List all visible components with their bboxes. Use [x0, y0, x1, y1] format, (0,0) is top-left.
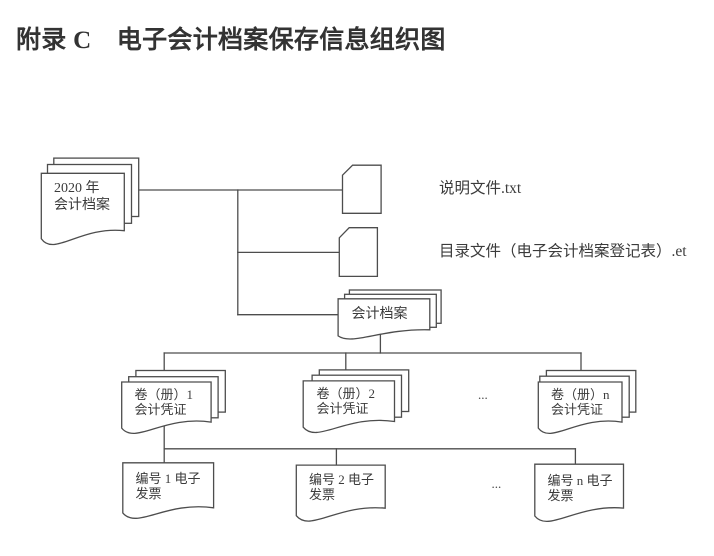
archive-stack-label: 会计档案 — [351, 306, 408, 322]
invoicen-doc-shape — [534, 463, 625, 522]
volumen-page1 — [537, 381, 623, 434]
root-stack-label-line2: 会计档案 — [54, 198, 110, 214]
volume1-page1 — [121, 381, 212, 434]
volumes-ellipsis: ... — [478, 387, 488, 402]
volume2-label-line1: 卷（册）2 — [316, 385, 376, 401]
invoice2-label-line1: 编号 2 电子 — [309, 472, 375, 487]
invoice1-label-line1: 编号 1 电子 — [135, 470, 201, 486]
root-stack-label-line1: 2020 年 — [54, 181, 100, 196]
invoice1-doc-shape — [122, 462, 215, 519]
volume1-stack-label: 卷（册）1 会计凭证 — [135, 387, 194, 417]
invoices-ellipsis: ... — [491, 476, 502, 492]
volume2-label-line2: 会计凭证 — [316, 401, 369, 416]
root-stack-page1 — [40, 172, 125, 246]
invoicen-doc-label: 编号 n 电子 发票 — [548, 473, 613, 503]
volume2-stack-label: 卷（册）2 会计凭证 — [317, 386, 376, 416]
readme-file-label: 说明文件.txt — [439, 180, 522, 197]
invoice1-doc-label: 编号 1 电子 发票 — [136, 471, 201, 501]
volume2-stack-shape — [302, 369, 410, 433]
readme-file-shape — [341, 164, 382, 214]
page-title: 附录 C 电子会计档案保存信息组织图 — [16, 27, 446, 54]
volume2-page1 — [302, 380, 396, 433]
volume1-label-line2: 会计凭证 — [134, 401, 187, 417]
invoicen-label-line1: 编号 n 电子 — [547, 472, 613, 488]
root-stack-label: 2020 年 会计档案 — [54, 180, 110, 214]
invoice2-label-line2: 发票 — [309, 487, 336, 503]
volumen-stack-shape — [537, 369, 637, 434]
volumen-label-line1: 卷（册）n — [551, 386, 610, 402]
archive-stack-shape — [337, 289, 442, 340]
invoice1-label-line2: 发票 — [135, 485, 162, 501]
root-stack-shape — [40, 157, 140, 246]
volumen-stack-label: 卷（册）n 会计凭证 — [551, 387, 610, 417]
catalog-file-shape — [338, 227, 379, 278]
volume1-label-line1: 卷（册）1 — [134, 386, 194, 402]
catalog-file-label: 目录文件（电子会计档案登记表）.et — [439, 243, 687, 260]
invoice2-doc-label: 编号 2 电子 发票 — [309, 472, 374, 502]
connector-lines — [138, 189, 582, 466]
invoice2-doc-shape — [295, 464, 386, 522]
volume1-stack-shape — [121, 369, 226, 434]
archive-stack-page1 — [337, 298, 431, 340]
volumen-label-line2: 会计凭证 — [551, 401, 604, 417]
invoicen-label-line2: 发票 — [547, 487, 574, 503]
